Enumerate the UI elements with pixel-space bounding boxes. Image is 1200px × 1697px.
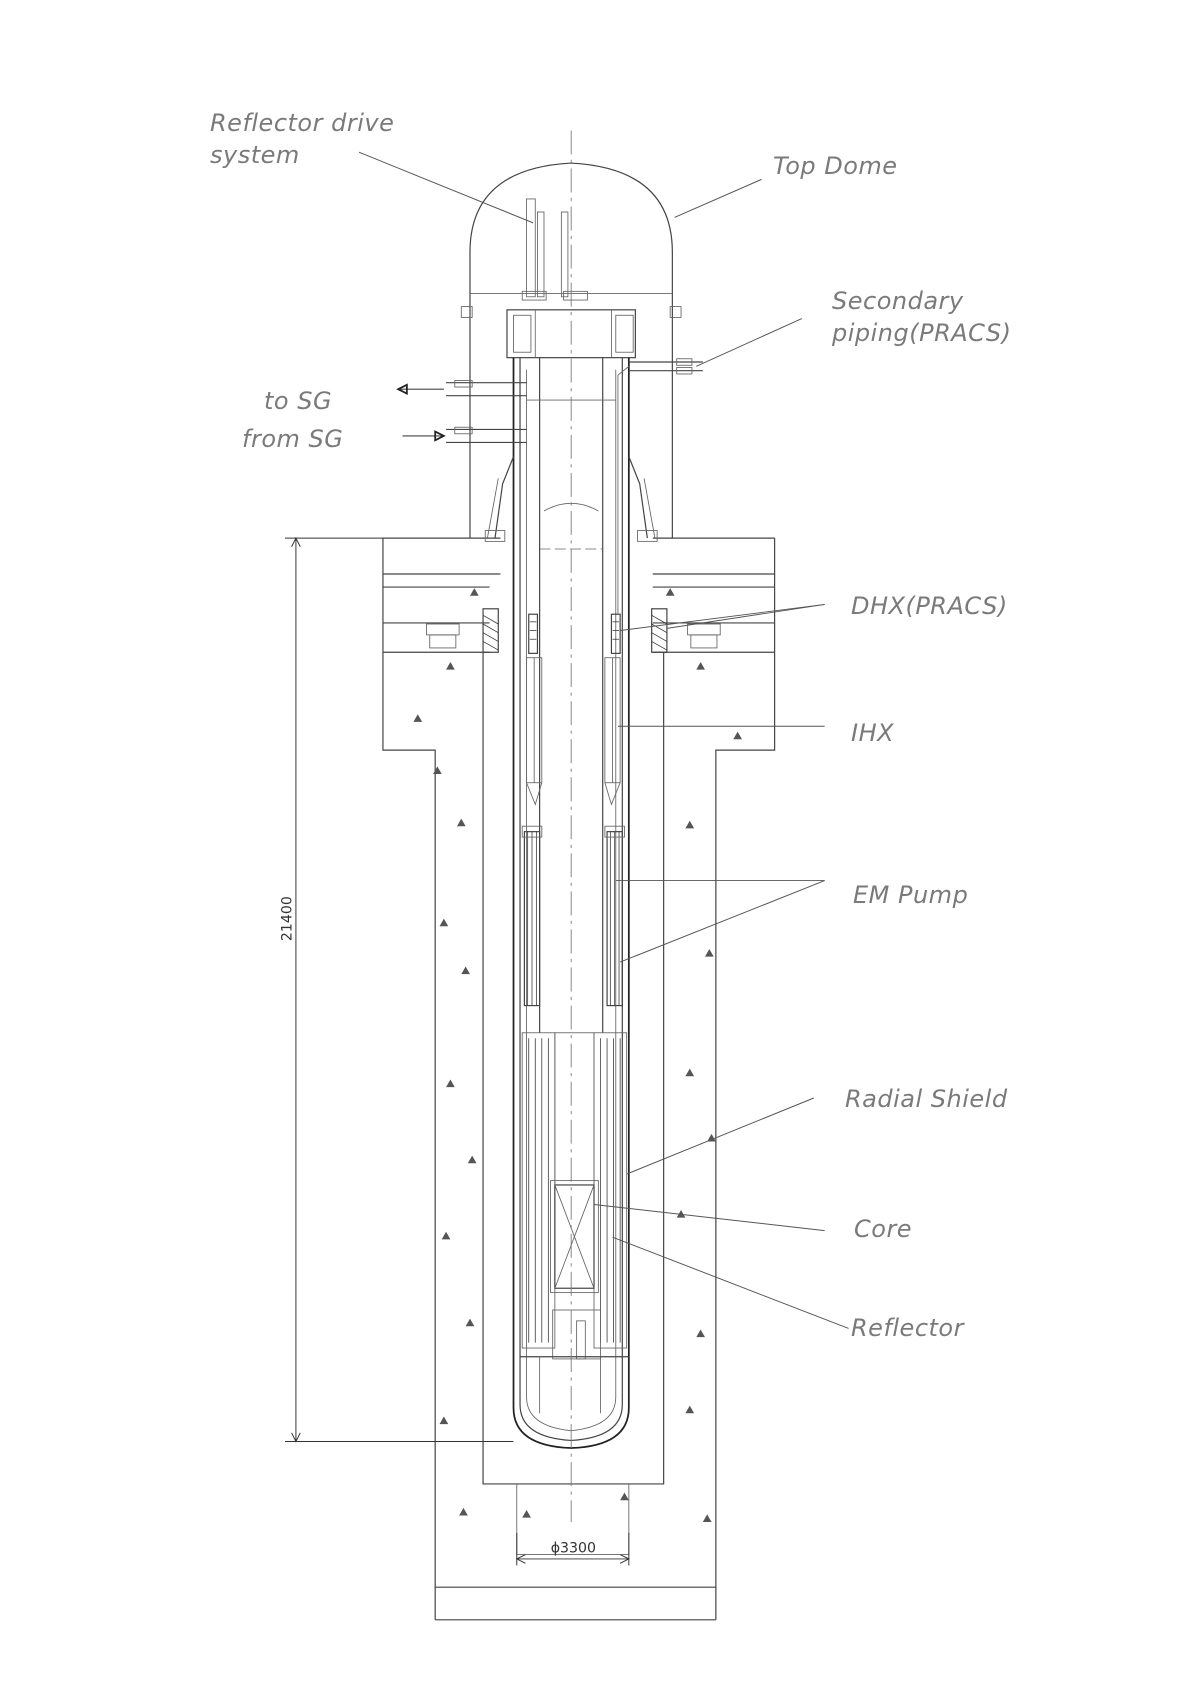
- insulation-block-left: [482, 608, 499, 653]
- sg-pipe-from: [402, 426, 527, 444]
- core: [550, 1180, 599, 1294]
- dhx-left: [528, 613, 539, 654]
- ihx-left: [526, 657, 543, 806]
- core-support: [520, 1309, 629, 1414]
- seismic-isolator-left: [426, 623, 460, 649]
- seismic-isolator-right: [687, 623, 721, 649]
- label-ihx: IHX: [851, 719, 895, 747]
- top-plug: [506, 309, 636, 359]
- label-from-sg: from SG: [242, 425, 344, 453]
- em-pump-left: [521, 825, 543, 1007]
- dimension-diameter-label: ϕ3300: [551, 1540, 596, 1556]
- ihx-right: [604, 657, 621, 806]
- label-core: Core: [854, 1215, 913, 1243]
- radial-shield: [521, 1032, 628, 1349]
- vessel-support-right: [628, 456, 658, 542]
- em-pump-right: [604, 825, 625, 1007]
- label-dhx: DHX(PRACS): [851, 592, 1008, 620]
- leader-lines: [358, 151, 849, 1329]
- concrete-floor-left: [382, 537, 776, 1621]
- dimension-height: [285, 537, 514, 1443]
- concrete-floor-right: [652, 537, 775, 653]
- label-em-pump: EM Pump: [853, 881, 969, 909]
- reflector-drive-rods: [521, 198, 588, 301]
- label-reflector: Reflector: [851, 1314, 964, 1342]
- label-reflector-drive: Reflector drive system: [210, 109, 395, 169]
- vessel-support-left: [484, 456, 515, 542]
- insulation-block-right: [651, 608, 668, 653]
- label-to-sg: to SG: [264, 387, 333, 415]
- label-radial-shield: Radial Shield: [845, 1085, 1008, 1113]
- concrete-aggregate: [413, 588, 742, 1522]
- dimension-height-label: 21400: [280, 896, 296, 941]
- dhx-right: [610, 613, 621, 654]
- sg-pipe-to: [396, 380, 527, 397]
- dimension-diameter: [515, 1532, 630, 1566]
- label-secondary-piping: Secondary piping(PRACS): [832, 287, 1012, 347]
- label-top-dome: Top Dome: [773, 152, 898, 180]
- secondary-piping: [617, 358, 703, 615]
- pit-inner-wall: [482, 652, 665, 1556]
